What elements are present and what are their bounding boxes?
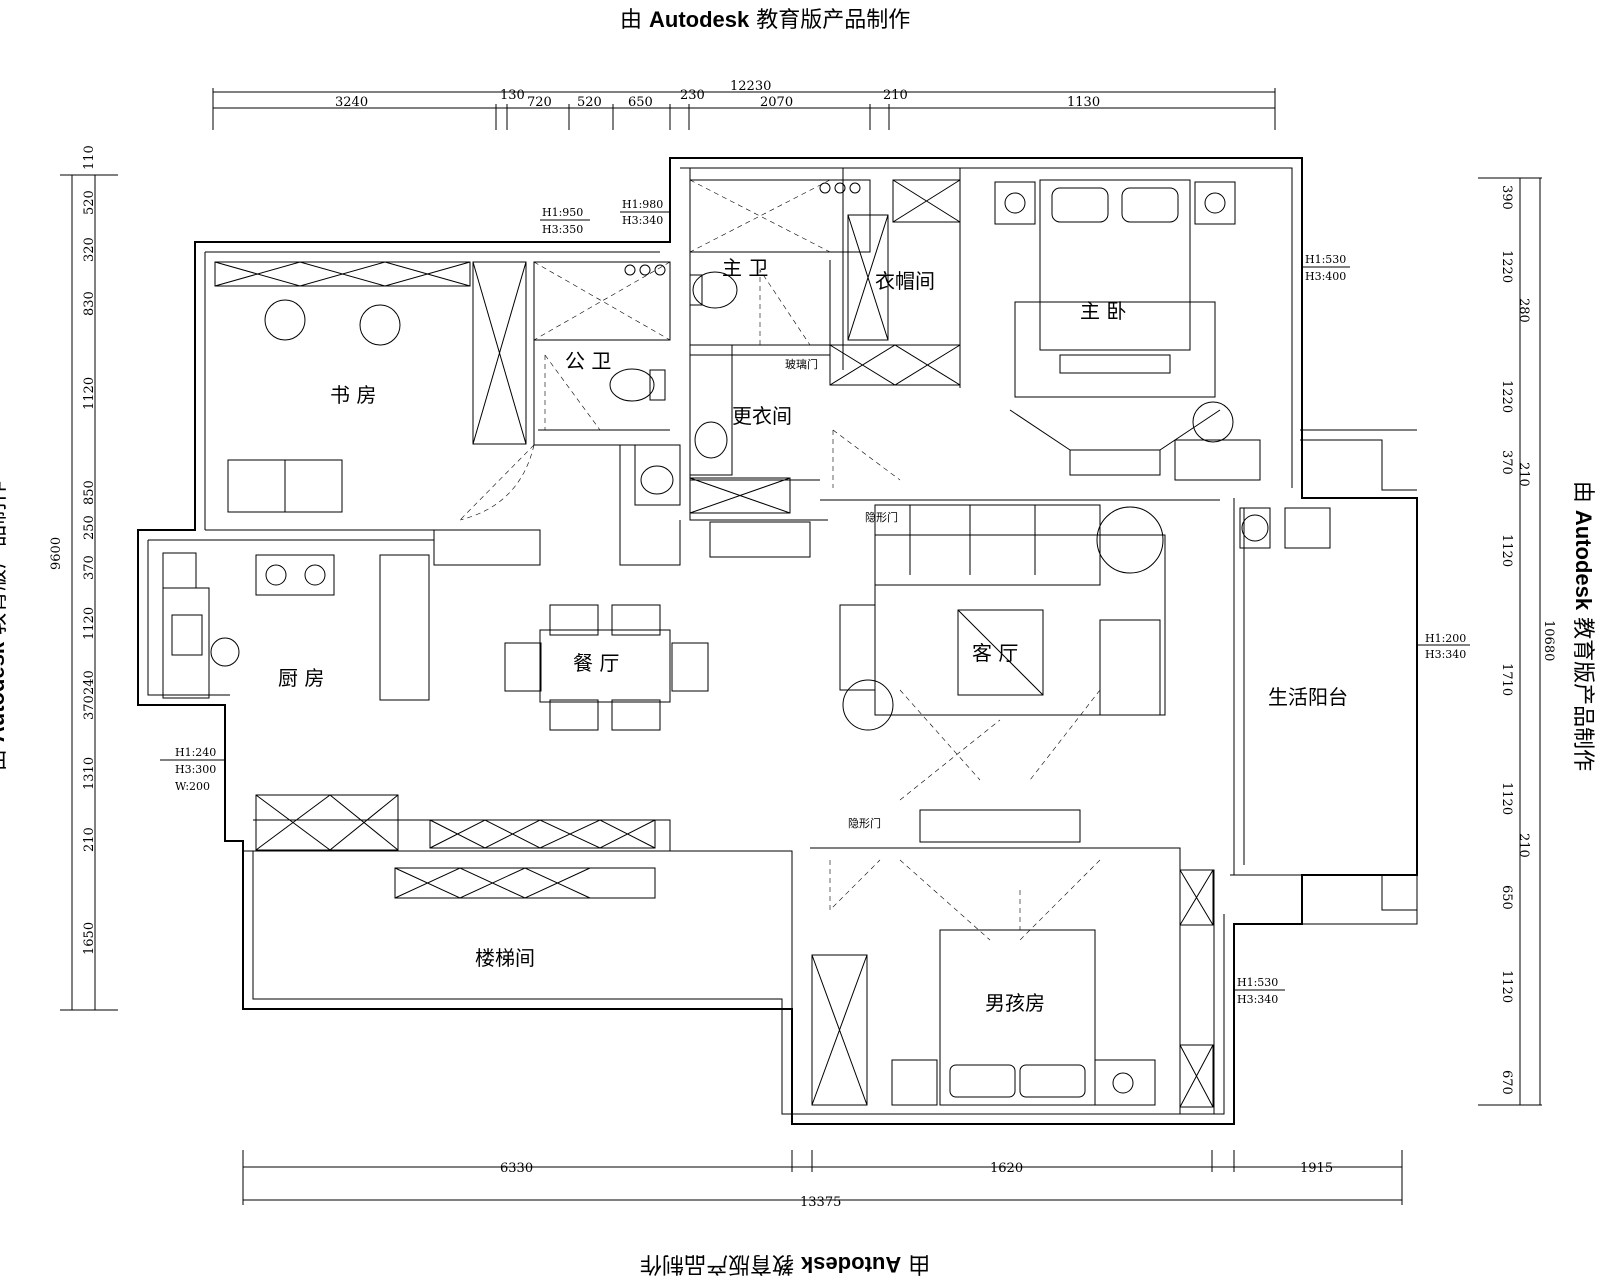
dim-right-total: 10680 (1541, 620, 1556, 661)
note-study-h1: H1:950 (542, 206, 583, 219)
room-master-bedroom: 主 卧 (1080, 299, 1126, 323)
room-stairwell: 楼梯间 (475, 946, 535, 970)
room-kitchen: 厨 房 (278, 666, 324, 690)
room-balcony: 生活阳台 (1268, 685, 1348, 709)
dim-top-0: 3240 (335, 95, 368, 110)
room-labels: 书 房 公 卫 主 卫 衣帽间 主 卧 更衣间 厨 房 餐 厅 客 厅 生活阳台… (278, 256, 1348, 1015)
dim-right-4: 370 (1499, 450, 1514, 475)
dim-right-6: 1120 (1499, 534, 1514, 567)
dim-left-1: 520 (82, 190, 97, 215)
dim-left-2: 320 (82, 237, 97, 262)
note-kitchen-h3: H3:300 (175, 763, 216, 776)
dim-right-9: 210 (1516, 833, 1531, 858)
dim-top-total: 12230 (730, 79, 771, 94)
dim-top-7: 210 (883, 88, 908, 103)
dim-right-11: 1120 (1499, 970, 1514, 1003)
dim-left-13: 1650 (82, 922, 97, 955)
dim-bottom-2: 1915 (1300, 1161, 1333, 1176)
dim-left-total: 9600 (49, 537, 64, 570)
note-glass-door: 玻璃门 (785, 357, 818, 371)
note-hidden-door-1: 隐形门 (865, 510, 898, 524)
dim-left-11: 1310 (82, 757, 97, 790)
dimensions-bottom: 6330 1620 1915 13375 (242, 1150, 1403, 1210)
dim-right-2: 280 (1516, 298, 1531, 323)
note-study-h3: H3:350 (542, 223, 583, 236)
dim-left-0: 110 (82, 145, 97, 170)
dim-bottom-total: 13375 (800, 1195, 841, 1210)
dim-right-12: 670 (1499, 1070, 1514, 1095)
dim-left-5: 850 (82, 480, 97, 505)
dim-top-1: 130 (500, 88, 525, 103)
dim-left-3: 830 (82, 291, 97, 316)
room-dressing: 更衣间 (732, 404, 792, 428)
dim-left-12: 210 (82, 827, 97, 852)
dim-top-2: 720 (527, 95, 552, 110)
room-wardrobe: 衣帽间 (875, 269, 935, 293)
dim-left-7: 370 (82, 555, 97, 580)
note-hidden-door-2: 隐形门 (848, 816, 881, 830)
dim-right-10: 650 (1499, 885, 1514, 910)
dim-left-4: 1120 (82, 377, 97, 410)
dim-right-7: 1710 (1499, 663, 1514, 696)
dim-top-4: 650 (628, 95, 653, 110)
window-notes: 玻璃门 隐形门 隐形门 H1:950 H3:350 H1:980 H3:340 … (160, 198, 1470, 1006)
room-study: 书 房 (330, 383, 376, 407)
note-boys-h1: H1:530 (1237, 976, 1278, 989)
furniture (162, 179, 1331, 1108)
room-public-bath: 公 卫 (565, 349, 611, 373)
room-living: 客 厅 (972, 641, 1018, 665)
watermark-top: 由 Autodesk 教育版产品制作 (620, 7, 911, 33)
note-bath-h3: H3:340 (622, 214, 663, 227)
dim-left-8: 1120 (82, 607, 97, 640)
dim-right-3: 1220 (1499, 380, 1514, 413)
dim-right-0: 390 (1499, 185, 1514, 210)
dimensions-top: 12230 3240 130 720 520 650 230 2070 210 … (212, 79, 1276, 130)
dim-top-6: 2070 (760, 95, 793, 110)
note-boys-h3: H3:340 (1237, 993, 1278, 1006)
note-balcony-h3: H3:340 (1425, 648, 1466, 661)
note-kitchen-w: W:200 (175, 780, 210, 793)
dim-left-10: 370 (82, 695, 97, 720)
dim-bottom-0: 6330 (500, 1161, 533, 1176)
room-master-bath: 主 卫 (722, 256, 768, 280)
dimensions-left: 9600 110 520 320 830 1120 850 250 370 11… (49, 145, 118, 1011)
dim-right-1: 1220 (1499, 250, 1514, 283)
room-boys: 男孩房 (985, 991, 1045, 1015)
dim-right-5: 210 (1516, 462, 1531, 487)
room-dining: 餐 厅 (573, 651, 619, 675)
note-master-h1: H1:530 (1305, 253, 1346, 266)
note-bath-h1: H1:980 (622, 198, 663, 211)
dim-top-5: 230 (680, 88, 705, 103)
note-balcony-h1: H1:200 (1425, 632, 1466, 645)
dim-top-8: 1130 (1067, 95, 1100, 110)
doors (459, 269, 901, 911)
dim-left-6: 250 (82, 515, 97, 540)
note-kitchen-h1: H1:240 (175, 746, 216, 759)
walls (137, 157, 1418, 1125)
dim-right-8: 1120 (1499, 782, 1514, 815)
dimensions-right: 10680 390 1220 280 1220 370 210 1120 171… (1478, 177, 1556, 1106)
note-master-h3: H3:400 (1305, 270, 1346, 283)
dim-left-9: 240 (82, 670, 97, 695)
dim-bottom-1: 1620 (990, 1161, 1023, 1176)
dim-top-3: 520 (577, 95, 602, 110)
